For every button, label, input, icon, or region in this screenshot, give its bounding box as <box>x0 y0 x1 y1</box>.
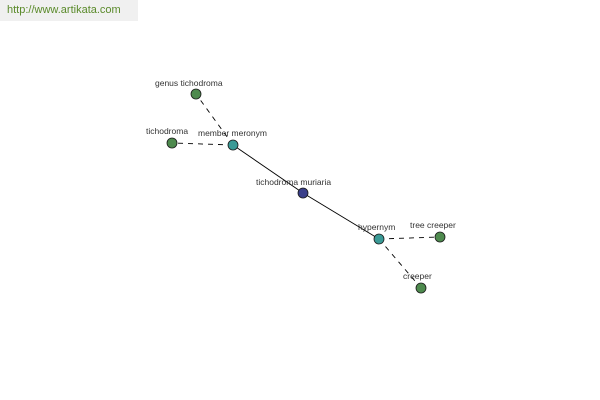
graph-nodes: tichodroma muriaria member meronym hyperny… <box>146 78 456 294</box>
node-tichodroma-muriaria[interactable] <box>297 187 309 199</box>
node-label-genus-tichodroma: genus tichodroma <box>155 78 223 88</box>
node-label-tichodroma: tichodroma <box>146 126 188 136</box>
edge-member-meronym-to-tichodroma <box>171 142 234 146</box>
edge-hypernym-to-tree-creeper <box>378 236 441 240</box>
node-tree-creeper[interactable] <box>434 231 446 243</box>
node-label-tree-creeper: tree creeper <box>410 220 456 230</box>
node-member-meronym[interactable] <box>227 139 239 151</box>
graph-edges <box>171 93 441 289</box>
node-tichodroma[interactable] <box>166 137 178 149</box>
edge-tichodroma-muriaria-to-hypernym <box>302 192 380 240</box>
node-label-tichodroma-muriaria: tichodroma muriaria <box>256 177 331 187</box>
node-label-hypernym: hypernym <box>358 222 395 232</box>
node-hypernym[interactable] <box>373 233 385 245</box>
edge-tichodroma-muriaria-to-member-meronym <box>232 144 304 194</box>
edge-member-meronym-to-genus-tichodroma <box>195 93 234 146</box>
node-label-member-meronym: member meronym <box>198 128 267 138</box>
source-link[interactable]: http://www.artikata.com <box>7 4 121 16</box>
source-bar: http://www.artikata.com <box>0 0 138 21</box>
edge-hypernym-to-creeper <box>378 238 422 289</box>
node-label-creeper: creeper <box>403 271 432 281</box>
node-genus-tichodroma[interactable] <box>190 88 202 100</box>
node-creeper[interactable] <box>415 282 427 294</box>
